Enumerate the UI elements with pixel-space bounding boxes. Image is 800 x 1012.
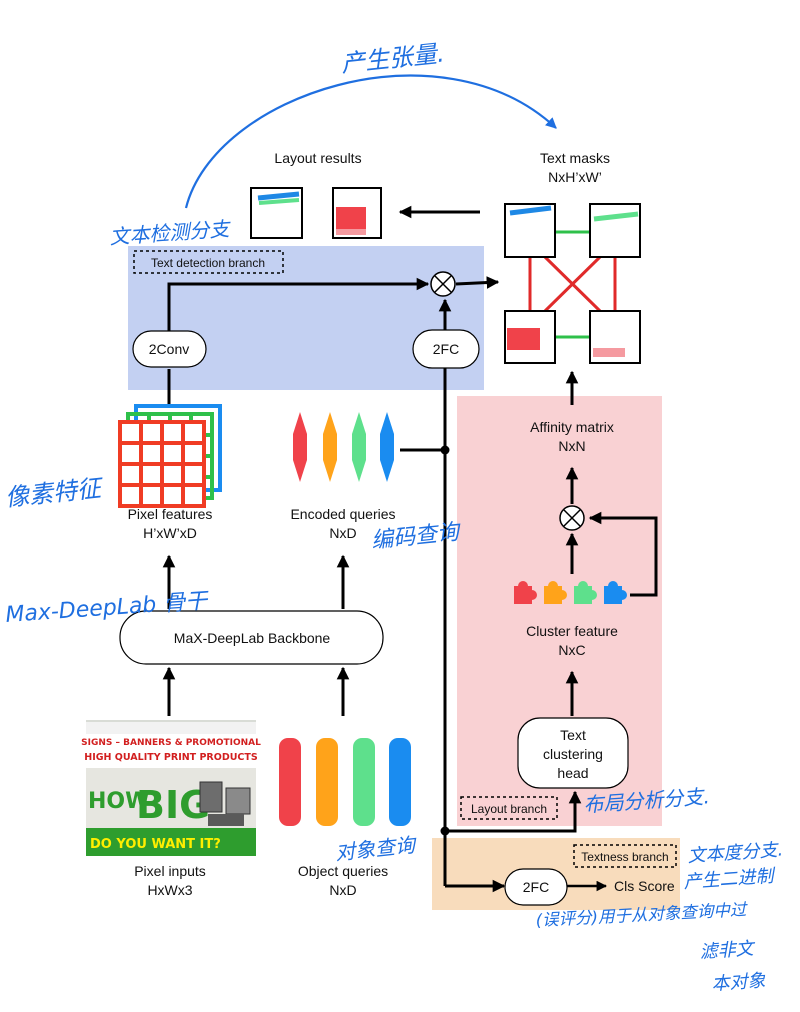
pixel-features-label: Pixel features (128, 506, 213, 522)
text-clustering-line-1: Text (560, 727, 586, 743)
text-masks-dim: NxH’xW’ (548, 169, 602, 185)
object-queries-dim: NxD (329, 882, 356, 898)
arrow-multiply-to-masks (455, 276, 500, 289)
handwritten-textness-2: 产生二进制 (683, 866, 777, 893)
handwritten-textness-1: 文本度分支. (687, 839, 784, 867)
layout-result-1 (250, 187, 303, 239)
fc2-bottom-label: 2FC (523, 879, 549, 895)
conv2-label: 2Conv (149, 341, 189, 357)
mask-graph-edges (528, 230, 617, 339)
pixel-features-grid-icon (118, 404, 222, 508)
layout-branch-box (460, 796, 558, 820)
encoded-queries-label: Encoded queries (290, 506, 395, 522)
arrow-trunk-to-clustering (445, 790, 582, 833)
object-queries-icon (279, 738, 411, 826)
junction-dot-1 (440, 445, 450, 455)
poster-how: HOW (88, 789, 149, 814)
poster-big: BIG (136, 783, 210, 827)
text-detection-branch-box (133, 250, 284, 274)
text-clustering-line-2: clustering (543, 746, 603, 762)
text-mask-1 (504, 203, 556, 258)
textness-branch-box (573, 844, 677, 868)
poster-line-1: SIGNS – BANNERS & PROMOTIONAL (81, 738, 261, 748)
layout-multiply-icon (559, 505, 585, 531)
poster-line-4: DO YOU WANT IT? (90, 837, 221, 852)
cluster-feature-dim: NxC (558, 642, 585, 658)
encoded-queries-dim: NxD (329, 525, 356, 541)
text-mask-3 (504, 310, 556, 364)
pixel-features-dim: H’xW’xD (143, 525, 197, 541)
handwritten-object: 对象查询 (334, 832, 419, 865)
textness-branch-label: Textness branch (581, 850, 668, 864)
handwritten-arc (184, 74, 557, 209)
text-masks-title: Text masks (540, 150, 610, 166)
handwritten-textness-4: 滤非文 (699, 938, 757, 963)
poster-line-2: HIGH QUALITY PRINT PRODUCTS (84, 752, 258, 763)
text-detection-branch-label: Text detection branch (151, 256, 265, 270)
backbone-block (119, 610, 384, 665)
encoded-queries-icon (293, 412, 394, 482)
text-mask-4 (589, 310, 641, 364)
handwritten-encoded: 编码查询 (370, 520, 463, 554)
detection-multiply-icon (430, 271, 456, 297)
backbone-label: MaX-DeepLab Backbone (174, 630, 331, 646)
input-image: SIGNS – BANNERS & PROMOTIONAL HIGH QUALI… (81, 720, 261, 856)
pixel-inputs-dim: HxWx3 (147, 882, 192, 898)
text-clustering-head-block (517, 717, 629, 789)
handwritten-text-detection: 文本检测分支 (109, 217, 232, 249)
cluster-feature-label: Cluster feature (526, 623, 618, 639)
handwritten-pixel-features: 像素特征 (4, 474, 105, 512)
cls-score-label: Cls Score (614, 878, 675, 894)
fc2-top-label: 2FC (433, 341, 459, 357)
affinity-matrix-dim: NxN (558, 438, 585, 454)
text-clustering-line-3: head (557, 765, 588, 781)
pixel-inputs-label: Pixel inputs (134, 863, 206, 879)
layout-branch-label: Layout branch (471, 802, 547, 816)
object-queries-label: Object queries (298, 863, 388, 879)
affinity-matrix-label: Affinity matrix (530, 419, 614, 435)
text-mask-2 (589, 203, 641, 258)
handwritten-textness-5: 本对象 (711, 970, 767, 995)
arrow-cluster-loop (588, 511, 658, 597)
cluster-feature-puzzle-icon (514, 581, 627, 604)
handwritten-top-note: 产生张量. (340, 39, 446, 78)
arrow-conv-to-multiply (167, 277, 430, 331)
layout-result-2 (332, 187, 382, 239)
layout-results-title: Layout results (274, 150, 361, 166)
